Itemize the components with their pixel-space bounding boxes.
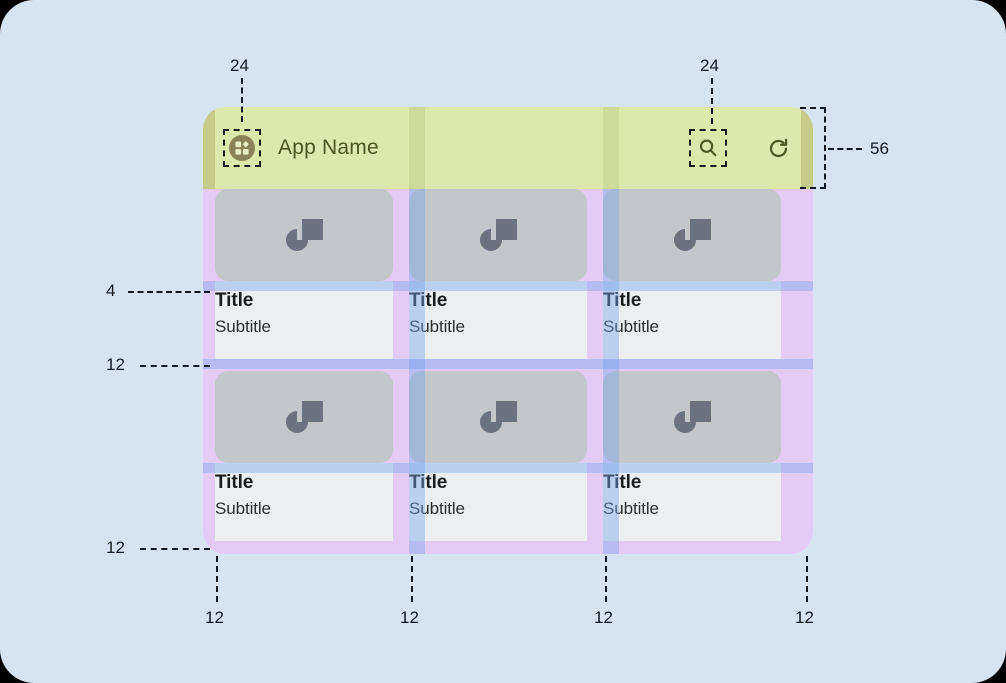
- card-title: Title: [215, 290, 254, 311]
- annotation-leader-title-spacing: [128, 291, 210, 293]
- card-title: Title: [215, 472, 254, 493]
- image-placeholder-icon: [480, 219, 517, 251]
- card-title: Title: [603, 290, 642, 311]
- appbar-right-margin: [801, 107, 813, 189]
- appbar-gutter-2: [603, 107, 619, 189]
- annotation-label-bottom-3: 12: [594, 608, 613, 627]
- annotation-bracket-appbar-height: [800, 107, 826, 189]
- image-placeholder-icon: [286, 219, 323, 251]
- card-body: Title Subtitle: [603, 463, 781, 541]
- annotation-label-bottom-inset: 12: [106, 538, 125, 557]
- card-grid: Title Subtitle Title Subtitle: [215, 189, 801, 554]
- card-subtitle: Subtitle: [215, 499, 271, 519]
- annotation-leader-bottom-4: [806, 556, 808, 602]
- card[interactable]: Title Subtitle: [215, 189, 393, 359]
- annotation-label-right-inset: 24: [700, 56, 719, 75]
- card-subtitle: Subtitle: [603, 499, 659, 519]
- annotation-leader-bottom-2: [411, 556, 413, 602]
- search-button[interactable]: [689, 129, 727, 167]
- refresh-icon: [769, 138, 787, 157]
- card-media: [603, 189, 781, 281]
- card-media: [603, 371, 781, 463]
- card[interactable]: Title Subtitle: [409, 189, 587, 359]
- app-bar-content: App Name: [203, 107, 813, 189]
- annotation-label-bottom-2: 12: [400, 608, 419, 627]
- card[interactable]: Title Subtitle: [409, 371, 587, 541]
- app-bar: App Name: [203, 107, 813, 189]
- annotation-label-title-spacing: 4: [106, 281, 116, 300]
- card-title: Title: [409, 290, 448, 311]
- card-media: [409, 189, 587, 281]
- annotation-leader-appbar-height: [828, 148, 862, 150]
- annotation-label-row-gap: 12: [106, 355, 125, 374]
- card-subtitle: Subtitle: [409, 499, 465, 519]
- card-media: [409, 371, 587, 463]
- card-body: Title Subtitle: [409, 281, 587, 359]
- annotation-label-appbar-height: 56: [870, 139, 889, 158]
- annotation-leader-right-inset: [711, 78, 713, 124]
- annotation-label-bottom-1: 12: [205, 608, 224, 627]
- search-icon: [699, 139, 717, 157]
- card-subtitle: Subtitle: [409, 317, 465, 337]
- annotation-leader-row-gap: [140, 365, 210, 367]
- annotation-leader-left-inset: [241, 78, 243, 122]
- annotation-label-bottom-4: 12: [795, 608, 814, 627]
- image-placeholder-icon: [674, 401, 711, 433]
- image-placeholder-icon: [674, 219, 711, 251]
- app-artboard: App Name: [203, 107, 813, 554]
- app-logo-button[interactable]: [223, 129, 261, 167]
- card-body: Title Subtitle: [215, 463, 393, 541]
- annotation-leader-bottom-1: [216, 556, 218, 602]
- card-subtitle: Subtitle: [603, 317, 659, 337]
- card-body: Title Subtitle: [215, 281, 393, 359]
- card-row: Title Subtitle Title Subtitle: [215, 371, 801, 541]
- image-placeholder-icon: [480, 401, 517, 433]
- card-row: Title Subtitle Title Subtitle: [215, 189, 801, 359]
- card-media: [215, 189, 393, 281]
- card-body: Title Subtitle: [603, 281, 781, 359]
- app-logo-icon: [229, 135, 255, 161]
- card[interactable]: Title Subtitle: [215, 371, 393, 541]
- card[interactable]: Title Subtitle: [603, 371, 781, 541]
- card[interactable]: Title Subtitle: [603, 189, 781, 359]
- annotation-leader-bottom-3: [605, 556, 607, 602]
- card-title: Title: [409, 472, 448, 493]
- app-title: App Name: [278, 136, 379, 159]
- card-title: Title: [603, 472, 642, 493]
- annotation-leader-bottom-inset: [140, 548, 210, 550]
- image-placeholder-icon: [286, 401, 323, 433]
- annotation-label-left-inset: 24: [230, 56, 249, 75]
- card-subtitle: Subtitle: [215, 317, 271, 337]
- appbar-left-margin: [203, 107, 215, 189]
- refresh-button[interactable]: [761, 131, 795, 165]
- card-body: Title Subtitle: [409, 463, 587, 541]
- appbar-gutter-1: [409, 107, 425, 189]
- card-media: [215, 371, 393, 463]
